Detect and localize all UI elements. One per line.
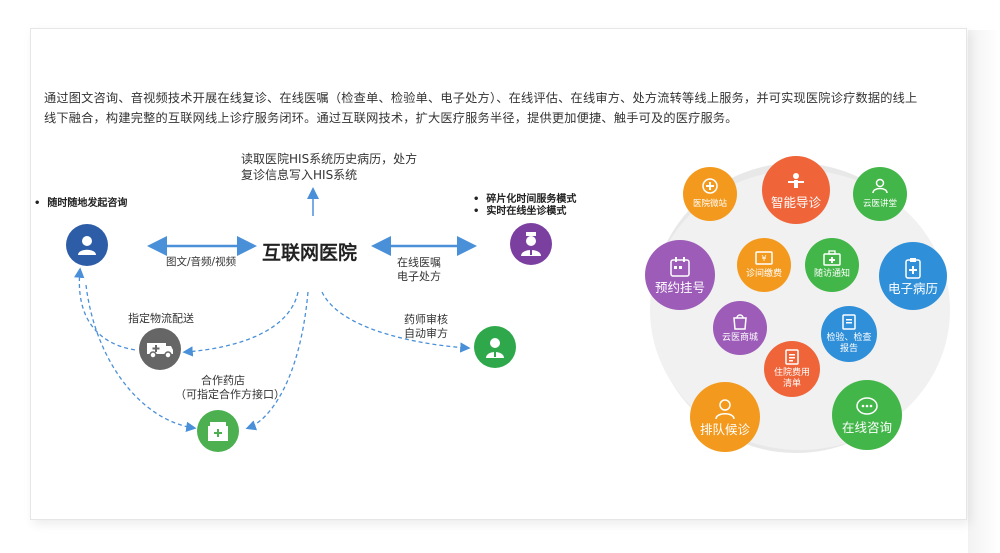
dashed-logistics-to-user [74, 267, 137, 351]
hospital-icon [702, 178, 718, 194]
payment-icon: ¥ [755, 251, 773, 265]
node-queue[interactable]: 排队候诊 [690, 382, 760, 452]
node-label-1: 住院费用 [773, 367, 810, 378]
record-icon [905, 258, 921, 279]
right-bullet-1: • 碎片化时间服务模式 [473, 192, 576, 207]
node-lab-report[interactable]: 检验、检查 报告 [821, 306, 877, 362]
top-note-1: 读取医院HIS系统历史病历，处方 [241, 152, 418, 166]
pharmacist-icon [474, 326, 516, 368]
node-inpatient-bill[interactable]: 住院费用 清单 [764, 341, 820, 397]
pharmacy-label-1: 合作药店 [201, 374, 245, 387]
node-label-2: 清单 [782, 378, 801, 389]
person-icon [715, 399, 735, 420]
node-hospital-site[interactable]: 医院微站 [683, 167, 737, 221]
node-label: 医院微站 [692, 199, 727, 209]
node-label-2: 报告 [839, 343, 858, 354]
node-followup[interactable]: 随访通知 [805, 238, 859, 292]
svg-text:¥: ¥ [761, 254, 766, 263]
logistics-label: 指定物流配送 [128, 312, 194, 325]
dashed-user-to-pharmacy [85, 284, 197, 432]
node-label: 诊间缴费 [745, 269, 782, 279]
right-bullet-2-text: 实时在线坐诊模式 [486, 206, 567, 217]
pharmacy-icon [197, 410, 239, 452]
ambulance-icon [139, 328, 181, 370]
report-icon [842, 313, 856, 330]
node-label: 在线咨询 [841, 420, 892, 435]
bullet-dot: • [34, 198, 41, 209]
doctor-icon [510, 223, 552, 265]
top-note-2: 复诊信息写入HIS系统 [241, 168, 358, 182]
node-label: 随访通知 [813, 269, 850, 279]
briefcase-icon [823, 250, 841, 266]
node-label-1: 检验、检查 [826, 332, 872, 343]
intro-paragraph: 通过图文咨询、音视频技术开展在线复诊、在线医嘱（检查单、检验单、电子处方）、在线… [44, 88, 959, 128]
intro-line-1: 通过图文咨询、音视频技术开展在线复诊、在线医嘱（检查单、检验单、电子处方）、在线… [44, 91, 918, 105]
center-title: 互联网医院 [262, 242, 358, 264]
node-label: 预约挂号 [654, 280, 705, 295]
node-label: 智能导诊 [770, 195, 821, 210]
bullet-dot: • [473, 194, 480, 205]
node-label: 电子病历 [887, 281, 938, 296]
node-emr[interactable]: 电子病历 [879, 242, 947, 310]
right-bullet-2: • 实时在线坐诊模式 [473, 204, 566, 219]
bullet-dot: • [473, 206, 480, 217]
node-payment[interactable]: ¥ 诊间缴费 [737, 238, 791, 292]
pharmacy-label-2: （可指定合作方接口） [175, 388, 285, 401]
node-label: 排队候诊 [699, 422, 750, 437]
bill-icon [785, 348, 799, 365]
pharmacist-label-2: 自动审方 [404, 327, 448, 340]
dashed-to-logistics [182, 291, 299, 357]
dashed-to-pharmacist [321, 291, 471, 353]
node-online-consult[interactable]: 在线咨询 [832, 380, 902, 450]
left-arrow-label: 图文/音频/视频 [166, 256, 237, 268]
node-mall[interactable]: 云医商城 [713, 301, 767, 355]
calendar-icon [670, 257, 690, 277]
right-bullet-1-text: 碎片化时间服务模式 [486, 194, 577, 205]
chat-icon [856, 397, 878, 415]
node-appointment[interactable]: 预约挂号 [645, 240, 715, 310]
pharmacist-label-1: 药师审核 [404, 313, 448, 326]
bag-icon [733, 314, 747, 330]
left-bullet-text: 随时随地发起咨询 [47, 198, 128, 209]
dashed-to-pharmacy-right [245, 291, 309, 431]
card-shadow [968, 30, 1000, 553]
user-icon [66, 224, 108, 266]
left-bullet: • 随时随地发起咨询 [34, 196, 127, 211]
node-cloud-class[interactable]: 云医讲堂 [853, 167, 907, 221]
guide-icon [788, 173, 804, 188]
right-arrow-label-1: 在线医嘱 [397, 256, 441, 269]
intro-line-2: 线下融合，构建完整的互联网线上诊疗服务闭环。通过互联网技术，扩大医疗服务半径，提… [44, 111, 738, 125]
node-label: 云医讲堂 [862, 199, 897, 209]
node-label: 云医商城 [721, 333, 758, 343]
node-smart-guide[interactable]: 智能导诊 [762, 156, 830, 224]
lecture-icon [872, 178, 888, 194]
right-arrow-label-2: 电子处方 [397, 270, 441, 283]
